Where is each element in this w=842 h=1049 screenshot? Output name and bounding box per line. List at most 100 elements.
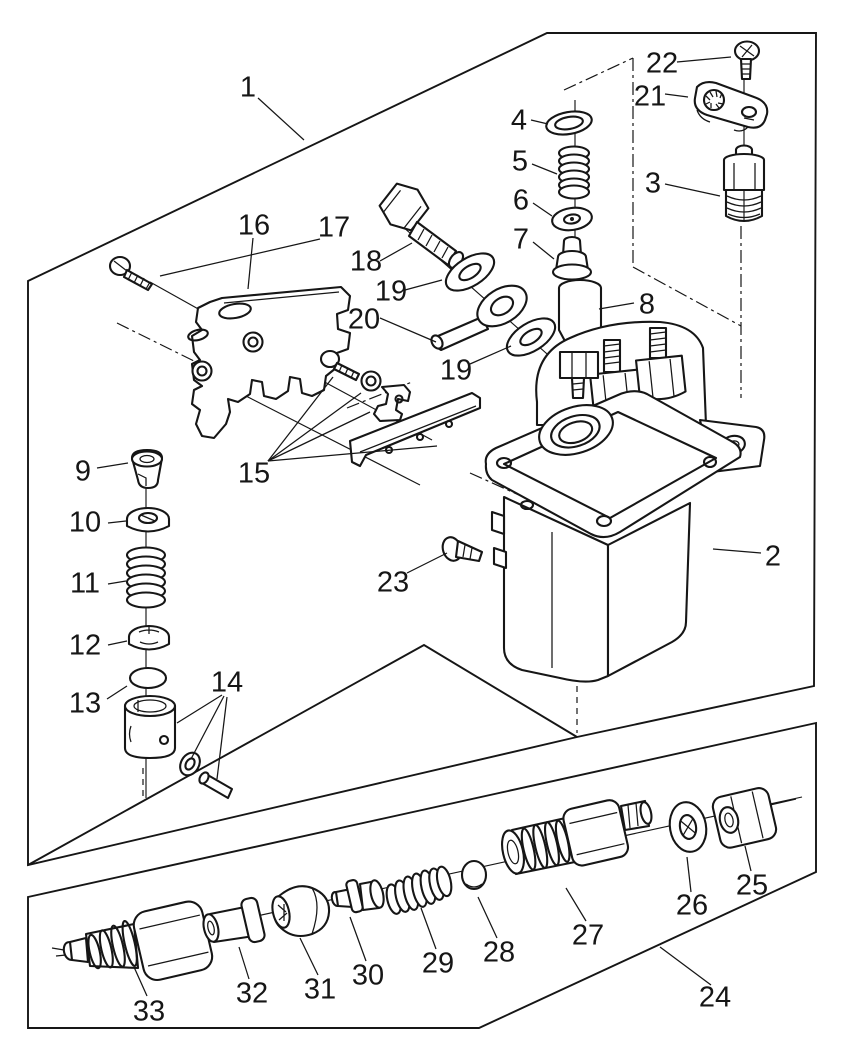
leader-line-1	[257, 97, 305, 141]
leader-line-33	[133, 966, 148, 997]
callout-30: 30	[352, 959, 384, 991]
callout-28: 28	[483, 936, 515, 968]
pin-14	[198, 771, 234, 800]
nut-body-27	[501, 799, 653, 876]
callout-2: 2	[765, 540, 781, 572]
leader-line-23	[406, 552, 448, 574]
leader-line-20	[379, 317, 437, 343]
callout-9: 9	[75, 455, 91, 487]
nozzle-holder-33	[51, 900, 214, 982]
spring-29	[385, 865, 453, 915]
leader-line-24	[659, 946, 712, 986]
centerline-valve-column-top	[563, 57, 634, 91]
fitting-3	[722, 144, 766, 223]
banjo-fitting-20	[430, 284, 528, 352]
leader-line-7	[532, 241, 555, 260]
washer-15	[360, 370, 382, 392]
callout-29: 29	[422, 947, 454, 979]
leader-line-29	[420, 907, 437, 950]
grommet-upper	[242, 331, 264, 353]
callout-4: 4	[511, 104, 527, 136]
pump-body-2	[484, 320, 766, 683]
leader-line-19	[469, 345, 512, 365]
callout-8: 8	[639, 288, 655, 320]
cap-31	[271, 885, 331, 938]
o-ring-4	[545, 110, 593, 136]
callout-13: 13	[69, 687, 101, 719]
leader-line-11	[107, 580, 127, 585]
leader-line-13	[106, 685, 128, 700]
callout-27: 27	[572, 919, 604, 951]
leader-line-3	[664, 183, 721, 197]
callout-14: 14	[211, 666, 243, 698]
leader-line-15	[267, 376, 334, 462]
tappet-9	[130, 448, 164, 490]
nut-25	[711, 787, 797, 849]
callout-15: 15	[238, 457, 270, 489]
leader-line-8	[598, 302, 635, 310]
centerline-rail-to-flange	[469, 472, 520, 496]
callout-6: 6	[513, 184, 529, 216]
disc-28	[460, 859, 488, 891]
callout-26: 26	[676, 889, 708, 921]
rail-15	[348, 391, 482, 468]
washer-14	[179, 751, 201, 777]
injector-panel-border	[27, 721, 817, 1029]
callout-3: 3	[645, 167, 661, 199]
leader-line-21	[664, 93, 689, 98]
leader-line-28	[477, 896, 498, 939]
grommet-lower	[191, 360, 213, 382]
parts	[51, 40, 797, 982]
valve-7	[551, 235, 593, 281]
main-panel-fold-line	[27, 643, 578, 866]
seat-12	[127, 624, 171, 651]
callout-12: 12	[69, 629, 101, 661]
centerline-bracket-lower	[116, 322, 197, 363]
spring-5	[557, 145, 591, 200]
leader-line-26	[686, 856, 692, 893]
leader-line-15	[267, 445, 438, 462]
clamp-15	[372, 383, 412, 423]
callout-7: 7	[513, 223, 529, 255]
leader-line-5	[531, 163, 558, 175]
leader-line-12	[107, 640, 128, 646]
screw-17	[108, 255, 154, 292]
lever-plate-21	[693, 81, 769, 132]
leader-line-2	[712, 548, 762, 554]
callout-19: 19	[375, 275, 407, 307]
callout-24: 24	[699, 981, 731, 1013]
leader-line-15	[267, 392, 362, 462]
leader-line-10	[107, 520, 127, 524]
leader-line-25	[744, 845, 752, 872]
washer-19-upper	[444, 252, 496, 292]
leader-line-16	[247, 237, 254, 290]
leader-line-14	[190, 695, 225, 760]
bracket-16	[187, 285, 352, 440]
callout-16: 16	[238, 209, 270, 241]
washer-19-lower	[505, 317, 557, 357]
callout-31: 31	[304, 973, 336, 1005]
screw-22	[733, 40, 761, 81]
leader-line-31	[299, 937, 319, 976]
leader-line-9	[96, 462, 129, 469]
callout-20: 20	[348, 303, 380, 335]
leader-line-15	[267, 411, 371, 462]
callout-18: 18	[350, 245, 382, 277]
callout-10: 10	[69, 506, 101, 538]
callout-25: 25	[736, 869, 768, 901]
centerline-valve-column-diag	[632, 266, 742, 327]
leader-line-27	[565, 887, 587, 922]
sleeve-32	[202, 896, 266, 944]
leader-line-32	[238, 946, 250, 980]
callout-17: 17	[318, 211, 350, 243]
callout-5: 5	[512, 145, 528, 177]
panel-borders	[27, 32, 817, 1029]
leader-line-17	[159, 238, 321, 277]
callout-21: 21	[634, 80, 666, 112]
screw-15	[319, 349, 361, 382]
barrel-14	[123, 694, 177, 760]
callout-23: 23	[377, 566, 409, 598]
